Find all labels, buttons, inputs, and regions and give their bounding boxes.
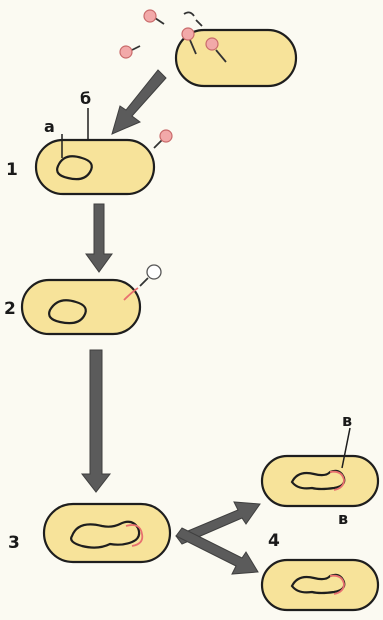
bacterium-step-3 [44, 504, 170, 562]
label-b: б [80, 89, 91, 108]
label-v-bottom: в [338, 509, 348, 528]
arrow-2-to-3 [82, 350, 110, 492]
label-v-top: в [342, 411, 352, 430]
phage-5 [184, 12, 202, 26]
bacterium-cell-2 [22, 280, 140, 334]
bacterium-cell-4b [262, 560, 378, 610]
bacterium-step-1 [36, 108, 172, 194]
daughter-cell-top [262, 428, 378, 506]
step-number-2: 2 [4, 299, 16, 319]
bacterium-cell-top [176, 30, 296, 86]
empty-phage-capsid [140, 265, 161, 286]
step-number-4: 4 [268, 531, 280, 551]
daughter-cell-bottom [262, 560, 378, 610]
phage-2 [120, 46, 140, 58]
arrow-top-to-1 [112, 70, 166, 134]
phage-attached-1 [154, 130, 172, 148]
arrow-1-to-2 [86, 204, 112, 272]
phage-1 [144, 10, 164, 24]
bacterium-step-2 [22, 265, 161, 334]
step-number-1: 1 [6, 160, 18, 180]
step-number-3: 3 [8, 533, 20, 553]
bacterium-cell-3 [44, 504, 170, 562]
bacterium-cell-4a [262, 456, 378, 506]
label-a: а [44, 117, 55, 136]
infected-bacterium-top [176, 30, 296, 86]
arrow-3-to-4 [176, 502, 260, 574]
bacterium-cell-1 [36, 140, 154, 194]
